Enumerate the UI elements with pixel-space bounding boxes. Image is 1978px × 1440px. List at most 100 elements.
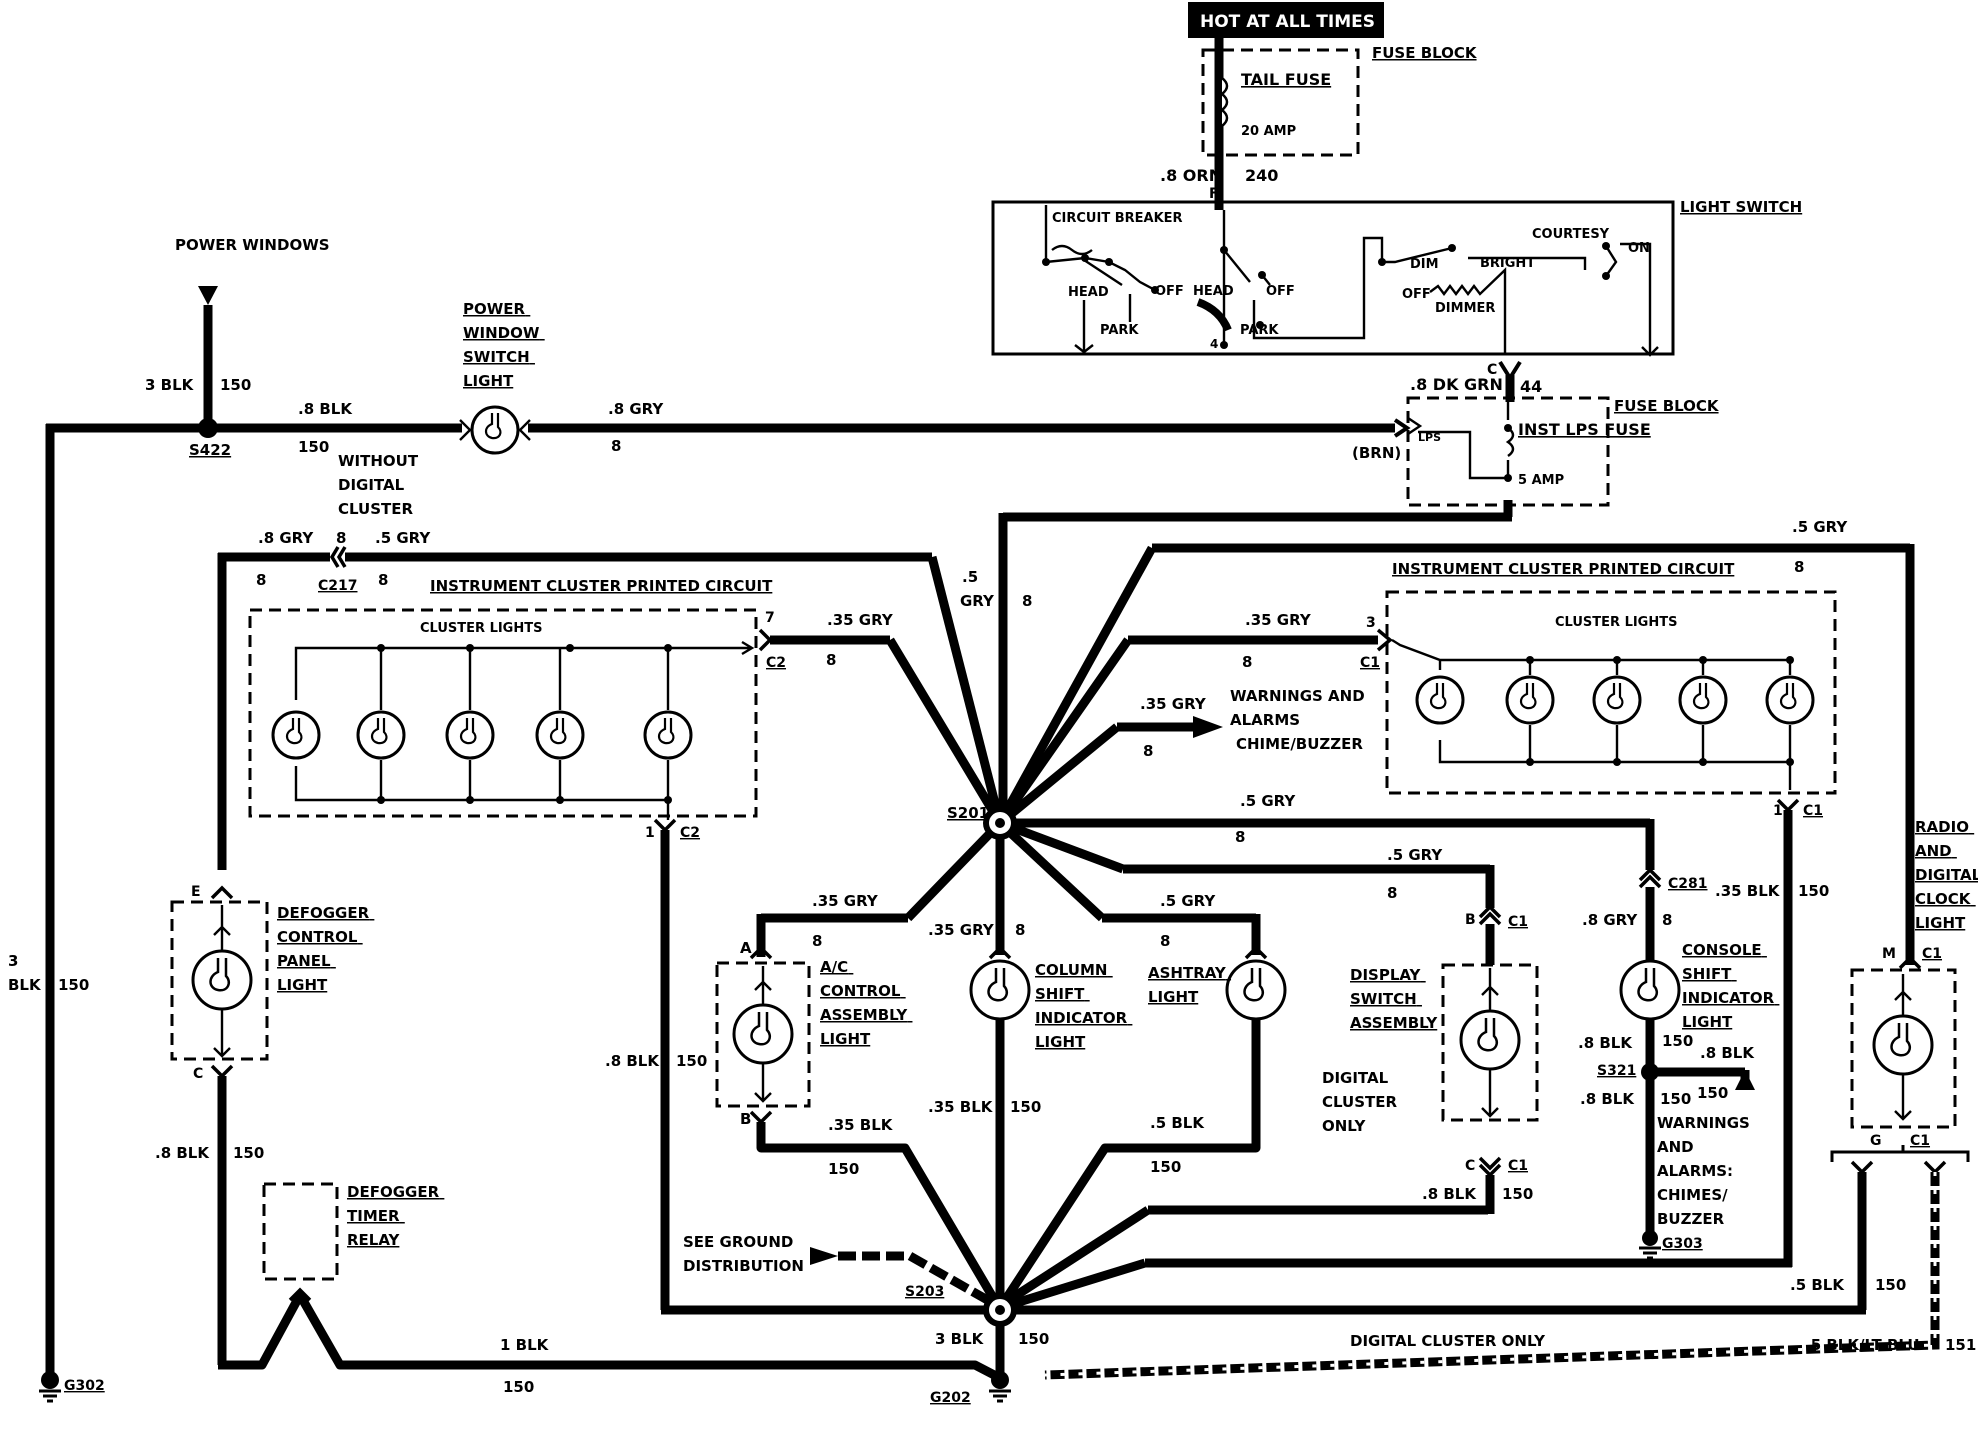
dimmer-label: DIMMER (1435, 301, 1495, 316)
radio-c1-bottom: C1 (1910, 1133, 1930, 1149)
g202-label: G202 (930, 1390, 971, 1406)
al-line-2: LIGHT (1148, 988, 1199, 1006)
ground-distribution-arrow (810, 1247, 838, 1265)
ashtray-light-label: ASHTRAY LIGHT (1148, 964, 1231, 1006)
g302-label: G302 (64, 1378, 105, 1394)
radio-digital-clock-light (1872, 1014, 1934, 1076)
gry-05-radio-label: .5 GRY (1792, 518, 1848, 536)
acl-line-1: A/C (820, 958, 848, 976)
gry-08-c217-label: .8 GRY (258, 529, 314, 547)
without-digital-cluster: WITHOUT DIGITAL CLUSTER (338, 452, 423, 518)
radio-pin-m: M (1882, 946, 1896, 962)
blk-05-radio-circuit: 150 (1875, 1276, 1906, 1294)
blk-05-ashtray-label: .5 BLK (1150, 1114, 1205, 1132)
blk-08-top-circuit: 150 (298, 438, 329, 456)
display-switch-assembly-label: DISPLAY SWITCH ASSEMBLY (1350, 966, 1438, 1032)
blk-035-ac-label: .35 BLK (828, 1116, 894, 1134)
c217-pin: 8 (336, 529, 346, 547)
power-windows-circuit: 150 (220, 376, 251, 394)
light-switch-internals (1042, 205, 1659, 357)
rdcl-line-2: AND (1915, 842, 1952, 860)
dim-label: DIM (1410, 257, 1439, 272)
blk-3-vert-circuit: 150 (58, 976, 89, 994)
display-switch-light (1459, 1009, 1521, 1071)
park-label-2: PARK (1240, 323, 1279, 338)
see-ground-distribution: SEE GROUND DISTRIBUTION (683, 1233, 804, 1275)
left-cluster-c2-bottom: C2 (680, 825, 700, 841)
gry-035-c2-label: .35 GRY (827, 611, 894, 629)
lps-label: LPS (1418, 431, 1441, 444)
radio-box (1850, 968, 1957, 1129)
pwsl-line-4: LIGHT (463, 372, 514, 390)
wacb-line-4: CHIMES/ (1657, 1186, 1728, 1204)
gry-035-ac-label: .35 GRY (812, 892, 879, 910)
rdcl-line-1: RADIO (1915, 818, 1969, 836)
off-label-3: OFF (1402, 287, 1431, 302)
ac-control-assembly-light-label: A/C CONTROL ASSEMBLY LIGHT (820, 958, 912, 1048)
blk-035-right-circuit: 150 (1798, 882, 1829, 900)
radio-digital-clock-light-label: RADIO AND DIGITAL CLOCK LIGHT (1915, 818, 1978, 932)
column-shift-indicator-light (969, 959, 1031, 1021)
cscl-line-4: LIGHT (1682, 1013, 1733, 1031)
tail-fuse-block (1201, 48, 1360, 157)
blk-08-defog-label: .8 BLK (155, 1144, 210, 1162)
brn-label: (BRN) (1352, 444, 1401, 462)
gry-035-ac-circuit: 8 (812, 932, 822, 950)
rdcl-line-5: LIGHT (1915, 914, 1966, 932)
gry-5-circuit: 8 (1022, 592, 1032, 610)
warnings-alarms-chime: WARNINGS AND ALARMS CHIME/BUZZER (1230, 687, 1370, 753)
display-pin-b: B (1465, 912, 1476, 928)
wdc-line-1: WITHOUT (338, 452, 419, 470)
warnings-arrow (1193, 716, 1223, 738)
gry-label: GRY (960, 592, 995, 610)
dsa-line-2: SWITCH (1350, 990, 1417, 1008)
blkltblu-label: .5 BLK/LT BLU (1805, 1336, 1920, 1354)
ac-pin-a: A (740, 939, 752, 957)
park-label-1: PARK (1100, 323, 1139, 338)
ground-g302 (37, 1389, 63, 1403)
right-cluster-title: INSTRUMENT CLUSTER PRINTED CIRCUIT (1392, 560, 1735, 578)
right-cluster-c1-bottom: C1 (1803, 803, 1823, 819)
s203-label: S203 (905, 1284, 944, 1300)
digital-cluster-only-label-2: DIGITAL CLUSTER ONLY (1350, 1332, 1546, 1350)
cscl-line-3: INDICATOR (1682, 989, 1775, 1007)
wdc-line-2: DIGITAL (338, 476, 405, 494)
left-cluster-title: INSTRUMENT CLUSTER PRINTED CIRCUIT (430, 577, 773, 595)
radio-pin-g: G (1870, 1133, 1882, 1149)
blk-3-g202-label: 3 BLK (935, 1330, 985, 1348)
right-cluster-box (1385, 590, 1837, 795)
inst-lps-fuse-rating: 5 AMP (1518, 473, 1564, 488)
dco1-line-3: ONLY (1322, 1117, 1367, 1135)
dco1-line-1: DIGITAL (1322, 1069, 1389, 1087)
display-pin-c: C (1465, 1158, 1475, 1174)
radio-c1-top: C1 (1922, 946, 1942, 962)
blk-08-c2-label: .8 BLK (605, 1052, 660, 1070)
left-cluster-pin-7: 7 (765, 610, 775, 626)
wacb-line-2: AND (1657, 1138, 1694, 1156)
power-windows-wire-label: 3 BLK (145, 376, 195, 394)
power-window-switch-light-label: POWER WINDOW SWITCH LIGHT (463, 300, 545, 390)
ground-g202 (987, 1389, 1013, 1403)
left-cluster-pin-1: 1 (645, 825, 655, 841)
defogger-pin-e: E (191, 884, 201, 900)
off-label-2: OFF (1266, 284, 1295, 299)
dcpl-line-2: CONTROL (277, 928, 358, 946)
ac-control-box (715, 961, 811, 1108)
light-switch-pin-f: F (1209, 186, 1219, 202)
blk-3-vert: 3 (8, 952, 18, 970)
gry-05-c281-label: .5 GRY (1240, 792, 1296, 810)
dkgrn-circuit: 44 (1520, 377, 1542, 396)
column-shift-indicator-light-label: COLUMN SHIFT INDICATOR LIGHT (1035, 961, 1132, 1051)
sgd-line-2: DISTRIBUTION (683, 1257, 804, 1275)
wac-line-3: CHIME/BUZZER (1236, 735, 1363, 753)
display-c1-top: C1 (1508, 914, 1528, 930)
defogger-control-panel-light-label: DEFOGGER CONTROL PANEL LIGHT (277, 904, 374, 994)
ground-g303 (1637, 1246, 1663, 1260)
gry-05-c217-label: .5 GRY (375, 529, 431, 547)
dtr-line-1: DEFOGGER (347, 1183, 440, 1201)
left-cluster-lights-label: CLUSTER LIGHTS (420, 621, 542, 636)
defogger-control-panel-light (191, 949, 253, 1011)
rdcl-line-3: DIGITAL (1915, 866, 1978, 884)
circuit-breaker-label: CIRCUIT BREAKER (1052, 211, 1183, 226)
gry-035-warn-label: .35 GRY (1140, 695, 1207, 713)
